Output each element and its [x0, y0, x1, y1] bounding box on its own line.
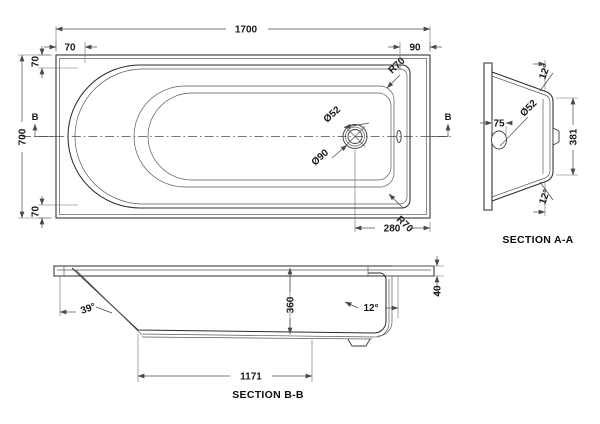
bb-inner-profile-offset: [75, 269, 390, 338]
waste-ring-circle: [345, 126, 365, 147]
dim-bb-12-leader: [344, 301, 359, 309]
dim-rim-bottom: 70: [31, 196, 78, 228]
dim-39-leader: [95, 306, 113, 314]
dim-bb-angle-12: 12°: [344, 276, 399, 318]
plan-base-outline: [133, 85, 395, 188]
dim-waste-offset: 280: [354, 150, 431, 235]
dim-aa-12-top-leader: [539, 72, 554, 92]
section-b-right-label: B: [445, 112, 452, 123]
dim-top70-label: 70: [31, 56, 42, 68]
plan-base-outline-offset: [147, 92, 392, 181]
section-mark-left-b: B: [32, 112, 56, 137]
aa-body-profile-inner: [491, 75, 551, 198]
dim-right90-label: 90: [409, 43, 421, 54]
section-b-b-caption: SECTION B-B: [232, 389, 304, 401]
dim-39-label: 39°: [79, 301, 97, 317]
plan-view: Ø52 Ø90 R70 R70 1700 70: [18, 25, 452, 235]
aa-left-flange: [483, 62, 493, 211]
dim-bot70-label: 70: [31, 206, 42, 218]
dim-bb-angle-39: 39°: [59, 276, 113, 317]
corner-r70-top-leader: [386, 74, 401, 89]
dim-rim-top: 70: [31, 46, 78, 78]
dim-40-label: 40: [433, 285, 444, 297]
dim-360-label: 360: [286, 296, 297, 313]
bb-tap-end-wall: [377, 275, 393, 337]
dim-700-label: 700: [18, 128, 29, 145]
waste-outer-circle: [342, 124, 368, 149]
corner-r70-bottom-leader: [388, 193, 404, 209]
dim-aa-12-bot-leader: [539, 181, 554, 201]
aa-body-profile: [491, 71, 554, 202]
dim-bb-1171: 1171: [137, 334, 313, 383]
dim-overall-length: 1700: [55, 25, 431, 50]
waste-inner-circle: [347, 129, 363, 144]
dim-aa-12-bot-label: 12°: [537, 188, 553, 206]
dim-bb-12-label: 12°: [363, 303, 378, 314]
waste-d90-leader: [331, 144, 348, 159]
dim-75-label: 75: [493, 119, 505, 130]
aa-d52-leader: [499, 116, 529, 147]
waste-cross-line-b: [344, 126, 366, 147]
section-mark-right-b: B: [430, 112, 452, 137]
section-a-a-view: Ø52 75 381 12° 12°: [480, 60, 580, 246]
dim-381-label: 381: [569, 128, 580, 145]
dim-1700-label: 1700: [235, 25, 258, 36]
dim-aa-381: 381: [556, 97, 580, 176]
bb-waste-recess: [347, 338, 371, 347]
dim-bb-40: 40: [392, 256, 444, 297]
dim-rim-left: 70: [44, 42, 97, 63]
dim-left70-label: 70: [64, 43, 76, 54]
bb-rim-band: [53, 265, 435, 277]
aa-waste-hole: [491, 130, 507, 150]
bb-inner-profile: [71, 267, 387, 334]
dim-1171-label: 1171: [240, 372, 262, 383]
bb-base-underside: [141, 336, 373, 340]
aa-overflow-bump: [552, 127, 560, 146]
section-b-left-label: B: [32, 112, 39, 123]
plan-overflow-slot: [396, 130, 402, 143]
dim-aa-angle-top: 12°: [533, 60, 554, 92]
waste-d52-leader: [343, 122, 370, 129]
dim-bb-360: 360: [286, 267, 297, 335]
dim-aa-75: 75: [480, 119, 513, 136]
dim-aa-12-top-label: 12°: [537, 63, 553, 81]
dim-aa-angle-bottom: 12°: [533, 181, 554, 216]
plan-waste-hole: [342, 124, 368, 149]
section-a-a-caption: SECTION A-A: [502, 234, 573, 246]
dim-rim-right: 90: [388, 42, 442, 70]
dim-280-label: 280: [384, 224, 401, 235]
section-b-b-view: 39° 360 12° 40: [53, 256, 444, 401]
